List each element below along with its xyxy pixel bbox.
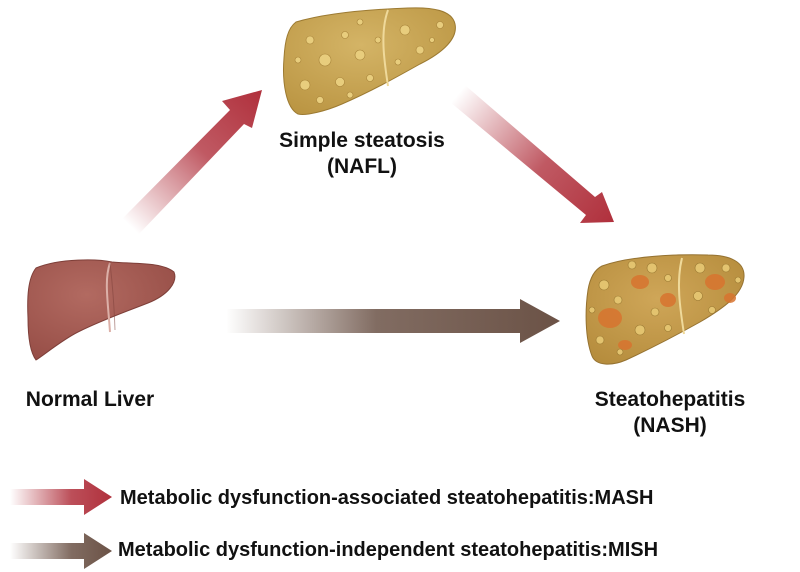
legend-mash-label: Metabolic dysfunction-associated steatoh… (120, 487, 654, 509)
label-nash-line2: (NASH) (633, 414, 707, 438)
label-steatohepatitis: Steatohepatitis (NASH) (560, 387, 780, 440)
label-simple-line1: Simple steatosis (279, 129, 445, 152)
normal-liver-icon (27, 259, 176, 361)
label-normal-line1: Normal Liver (25, 388, 155, 411)
arrow-normal-to-nafl (122, 90, 262, 235)
label-normal-liver: Normal Liver (0, 387, 180, 413)
arrow-normal-to-nash (226, 299, 560, 343)
label-simple-steatosis: Simple steatosis (NAFL) (232, 128, 492, 181)
fatty-liver-icon (283, 7, 456, 115)
label-simple-line2: (NAFL) (327, 155, 397, 179)
nash-liver-icon (585, 254, 745, 365)
label-nash-line1: Steatohepatitis (594, 388, 746, 411)
legend-mish-arrow-icon (10, 533, 112, 569)
legend-mish-label: Metabolic dysfunction-independent steato… (118, 539, 659, 561)
arrow-nafl-to-nash (450, 86, 614, 223)
legend-mash-arrow-icon (10, 479, 112, 515)
